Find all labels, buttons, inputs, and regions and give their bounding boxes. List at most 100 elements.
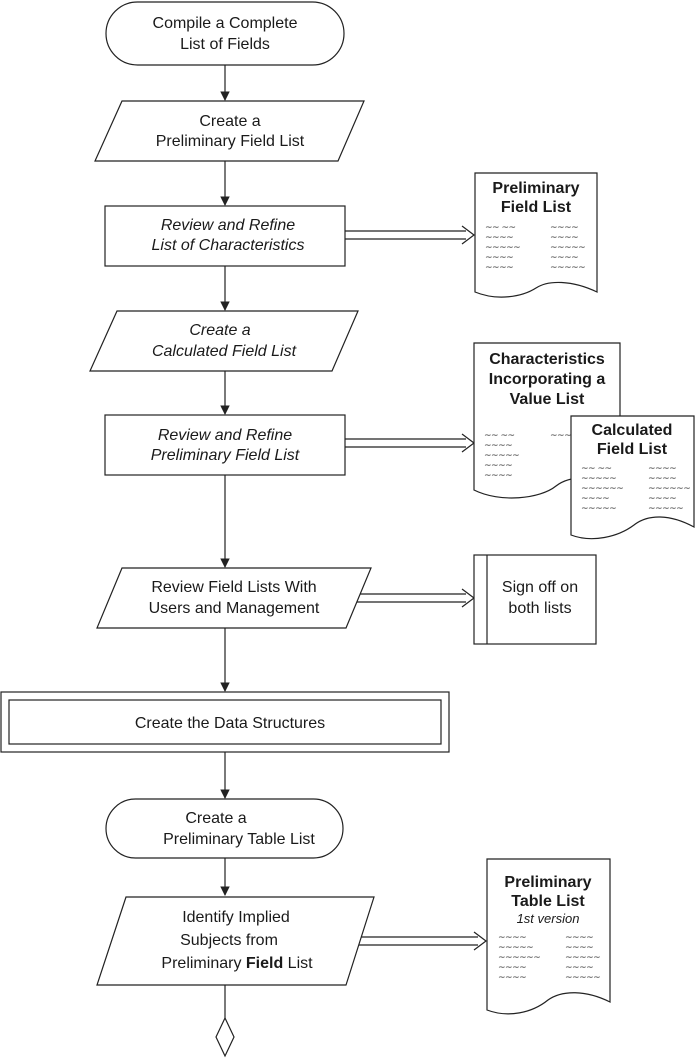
svg-text:~~~~~~: ~~~~~~ xyxy=(581,484,623,494)
document-preliminary-table-list: Preliminary Table List 1st version ~~~~ … xyxy=(486,858,611,1015)
svg-text:~~~~~~: ~~~~~~ xyxy=(498,953,540,963)
svg-text:~~~~~: ~~~~~ xyxy=(648,504,683,514)
svg-text:~~~~: ~~~~ xyxy=(648,464,676,474)
doc-title-line2: Table List xyxy=(511,893,585,910)
terminator-shape xyxy=(105,798,344,859)
svg-text:~~ ~~: ~~ ~~ xyxy=(581,464,612,474)
doc-title-line1: Preliminary xyxy=(504,874,591,891)
step-create-preliminary-table-list: Create a Preliminary Table List xyxy=(105,798,344,859)
svg-text:~~~~~: ~~~~~ xyxy=(581,474,616,484)
inner-border xyxy=(8,699,442,745)
svg-text:~~~~: ~~~~ xyxy=(485,233,513,243)
doc-title-line1: Preliminary xyxy=(492,180,579,197)
doc-title-line2: Field List xyxy=(597,441,668,458)
svg-text:~~~~~: ~~~~~ xyxy=(581,504,616,514)
doc-squiggle-lines: ~~ ~~ ~~~~ ~~~~ ~~~~~ ~~~~ ~~~~ xyxy=(484,431,579,481)
svg-text:~~~~: ~~~~ xyxy=(484,461,512,471)
svg-text:~~~~~: ~~~~~ xyxy=(484,451,519,461)
parallelogram-shape xyxy=(94,100,365,162)
svg-text:~~~~: ~~~~ xyxy=(550,253,578,263)
doc-squiggle-lines: ~~ ~~ ~~~~ ~~~~~ ~~~~ ~~~~~~ ~~~~~~ ~~~~… xyxy=(581,464,691,514)
identify-line3: Preliminary Field List xyxy=(161,955,313,972)
doc-title-line2: Field List xyxy=(501,199,572,216)
document-shape xyxy=(474,172,598,298)
doc-title-line3: Value List xyxy=(510,391,585,408)
compile-line1: Compile a Complete xyxy=(153,15,298,32)
create-calc-line1: Create a xyxy=(189,322,250,339)
step-create-preliminary-field-list: Create a Preliminary Field List xyxy=(94,100,365,162)
identify-line1: Identify Implied xyxy=(182,909,290,926)
svg-text:~~~~~: ~~~~~ xyxy=(565,973,600,983)
step-compile-field-list: Compile a Complete List of Fields xyxy=(105,1,345,66)
review-prelim-line2: Preliminary Field List xyxy=(151,447,300,464)
signoff-line2: both lists xyxy=(508,600,571,617)
step-create-data-structures: Create the Data Structures xyxy=(0,691,450,753)
svg-text:~~~~: ~~~~ xyxy=(550,233,578,243)
create-prelim-line2: Preliminary Field List xyxy=(156,133,305,150)
svg-text:~~~~: ~~~~ xyxy=(485,263,513,273)
step-identify-implied-subjects: Identify Implied Subjects from Prelimina… xyxy=(96,896,375,986)
doc-squiggle-lines: ~~ ~~ ~~~~ ~~~~ ~~~~ ~~~~~ ~~~~~ ~~~~ ~~… xyxy=(485,223,586,273)
svg-text:~~~~~~: ~~~~~~ xyxy=(648,484,690,494)
review-users-line2: Users and Management xyxy=(149,600,320,617)
step-review-with-users: Review Field Lists With Users and Manage… xyxy=(96,567,372,629)
create-table-line1: Create a xyxy=(185,810,246,827)
signoff-line1: Sign off on xyxy=(502,579,578,596)
process-box xyxy=(104,414,346,476)
svg-text:~~~~~: ~~~~~ xyxy=(550,263,585,273)
step-create-calculated-field-list: Create a Calculated Field List xyxy=(89,310,359,372)
svg-text:~~~~: ~~~~ xyxy=(565,963,593,973)
parallelogram-shape xyxy=(96,896,375,986)
step-sign-off: Sign off on both lists xyxy=(473,554,597,645)
doc-title-line1: Characteristics xyxy=(489,351,605,368)
review-char-line1: Review and Refine xyxy=(161,217,295,234)
svg-text:~~~~~: ~~~~~ xyxy=(550,243,585,253)
step-review-characteristics: Review and Refine List of Characteristic… xyxy=(104,205,346,267)
svg-text:~~ ~~: ~~ ~~ xyxy=(485,223,516,233)
document-shape xyxy=(570,415,695,540)
create-calc-line2: Calculated Field List xyxy=(152,343,297,360)
decision-diamond xyxy=(215,1016,235,1058)
svg-text:~~~~~: ~~~~~ xyxy=(498,943,533,953)
doc-title-line1: Calculated xyxy=(592,422,673,439)
document-shape xyxy=(486,858,611,1015)
svg-text:~~~~: ~~~~ xyxy=(484,441,512,451)
svg-text:~~~~: ~~~~ xyxy=(648,474,676,484)
svg-text:~~~~: ~~~~ xyxy=(498,973,526,983)
parallelogram-shape xyxy=(89,310,359,372)
process-box xyxy=(104,205,346,267)
document-preliminary-field-list: Preliminary Field List ~~ ~~ ~~~~ ~~~~ ~… xyxy=(474,172,598,298)
review-prelim-line1: Review and Refine xyxy=(158,427,292,444)
svg-text:~~~~: ~~~~ xyxy=(565,943,593,953)
svg-text:~~~~~: ~~~~~ xyxy=(485,243,520,253)
svg-text:~~~~: ~~~~ xyxy=(648,494,676,504)
review-users-line1: Review Field Lists With xyxy=(151,579,316,596)
data-structures-label: Create the Data Structures xyxy=(135,715,325,732)
review-char-line2: List of Characteristics xyxy=(152,237,305,254)
svg-text:~~~~: ~~~~ xyxy=(484,471,512,481)
create-prelim-line1: Create a xyxy=(199,113,260,130)
compile-line2: List of Fields xyxy=(180,36,270,53)
identify-line2: Subjects from xyxy=(180,932,278,949)
svg-text:~~~~~: ~~~~~ xyxy=(565,953,600,963)
double-arrow-3 xyxy=(350,588,475,608)
step-review-preliminary-field-list: Review and Refine Preliminary Field List xyxy=(104,414,346,476)
svg-text:~~~~: ~~~~ xyxy=(498,963,526,973)
doc-subtitle: 1st version xyxy=(517,911,580,926)
svg-text:~~ ~~: ~~ ~~ xyxy=(484,431,515,441)
double-arrow-2 xyxy=(345,433,475,453)
double-arrow-4 xyxy=(347,931,487,951)
predefined-process-box xyxy=(473,554,597,645)
svg-text:~~~~: ~~~~ xyxy=(581,494,609,504)
doc-title-line2: Incorporating a xyxy=(489,371,606,388)
double-arrow-1 xyxy=(345,225,475,245)
svg-text:~~~~: ~~~~ xyxy=(485,253,513,263)
parallelogram-shape xyxy=(96,567,372,629)
terminator-shape xyxy=(105,1,345,66)
doc-squiggle-lines: ~~~~ ~~~~ ~~~~~ ~~~~ ~~~~~~ ~~~~~ ~~~~ ~… xyxy=(498,933,601,983)
document-calculated-field-list: Calculated Field List ~~ ~~ ~~~~ ~~~~~ ~… xyxy=(570,415,695,540)
svg-text:~~~~: ~~~~ xyxy=(498,933,526,943)
svg-text:~~~~: ~~~~ xyxy=(565,933,593,943)
svg-text:~~~~: ~~~~ xyxy=(550,223,578,233)
